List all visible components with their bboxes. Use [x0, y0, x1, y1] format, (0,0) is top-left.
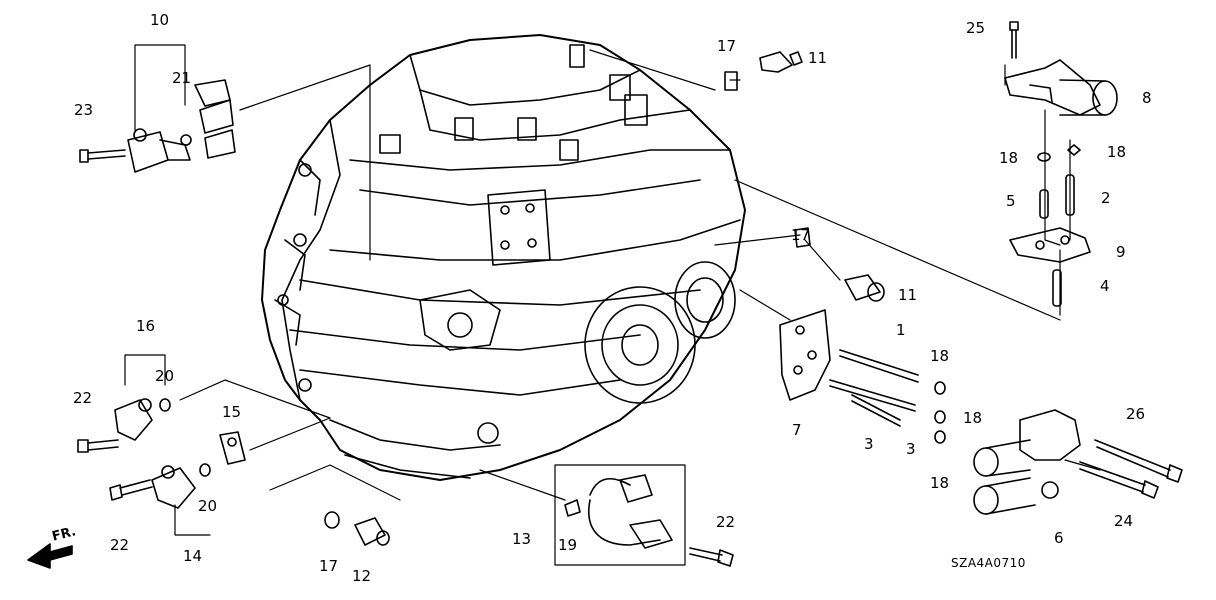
callout-12: 12 [352, 567, 372, 585]
callout-21: 21 [172, 69, 192, 87]
bolt-22a [77, 439, 119, 453]
callout-6: 6 [1054, 529, 1064, 547]
bolt-22c [689, 547, 734, 567]
callout-1: 1 [896, 321, 906, 339]
pin-4 [1052, 269, 1062, 307]
bolt-26 [1094, 439, 1183, 483]
washer-17c [324, 511, 340, 529]
callout-9: 9 [1116, 243, 1126, 261]
transmission-case [261, 34, 746, 481]
bolt-22b [109, 479, 153, 501]
callout-25: 25 [966, 19, 986, 37]
callout-16: 16 [136, 317, 156, 335]
callout-5: 5 [1006, 192, 1016, 210]
callout-3: 3 [906, 440, 916, 458]
callout-14: 14 [183, 547, 203, 565]
speed-sensor-14 [151, 465, 196, 509]
callout-17: 17 [319, 557, 339, 575]
speed-sensor-10 [127, 79, 236, 173]
o-ring-20a [159, 398, 171, 412]
cover-plate-7 [779, 309, 831, 401]
bolt-25 [1009, 21, 1019, 59]
callout-17: 17 [791, 226, 811, 244]
callout-18: 18 [930, 347, 950, 365]
pin-2 [1065, 174, 1075, 216]
bolt-24 [1079, 461, 1159, 499]
o-ring-18b [1067, 144, 1081, 156]
callout-11: 11 [898, 286, 918, 304]
o-ring-18c [934, 381, 946, 395]
callout-18: 18 [963, 409, 983, 427]
washer-17b [794, 227, 811, 248]
callout-26: 26 [1126, 405, 1146, 423]
callout-22: 22 [73, 389, 93, 407]
clip-19 [564, 499, 581, 517]
callout-18: 18 [930, 474, 950, 492]
diagram-code: SZA4A0710 [951, 556, 1026, 570]
bracket-15 [219, 431, 246, 465]
o-ring-20b [199, 463, 211, 477]
pin-3a [829, 379, 916, 412]
callout-24: 24 [1114, 512, 1134, 530]
callout-11: 11 [808, 49, 828, 67]
o-ring-18e [934, 430, 946, 444]
callout-4: 4 [1100, 277, 1110, 295]
bolt-23 [79, 149, 126, 163]
callout-7: 7 [792, 421, 802, 439]
pressure-switch-11a [759, 51, 803, 73]
callout-20: 20 [155, 367, 175, 385]
callout-22: 22 [110, 536, 130, 554]
callout-18: 18 [1107, 143, 1127, 161]
pin-3b [851, 394, 901, 427]
pin-1 [839, 349, 919, 383]
callout-2: 2 [1101, 189, 1111, 207]
callout-3: 3 [864, 435, 874, 453]
pressure-switch-12 [354, 517, 390, 546]
callout-20: 20 [198, 497, 218, 515]
callout-19: 19 [558, 536, 578, 554]
plate-9 [1009, 227, 1091, 263]
solenoid-6 [973, 409, 1081, 515]
o-ring-18d [934, 410, 946, 424]
callout-22: 22 [716, 513, 736, 531]
speed-sensor-16 [114, 398, 153, 441]
callout-17: 17 [717, 37, 737, 55]
callout-10: 10 [150, 11, 170, 29]
solenoid-8 [1004, 59, 1118, 116]
callout-18: 18 [999, 149, 1019, 167]
callout-8: 8 [1142, 89, 1152, 107]
front-arrow-icon [27, 543, 73, 569]
washer-17a [724, 71, 738, 91]
callout-15: 15 [222, 403, 242, 421]
wire-harness-13 [588, 474, 673, 549]
o-ring-18a [1037, 152, 1051, 162]
leader-lines [124, 44, 1101, 566]
pin-5 [1039, 189, 1049, 219]
pressure-switch-11b [844, 274, 885, 302]
callout-23: 23 [74, 101, 94, 119]
callout-13: 13 [512, 530, 532, 548]
